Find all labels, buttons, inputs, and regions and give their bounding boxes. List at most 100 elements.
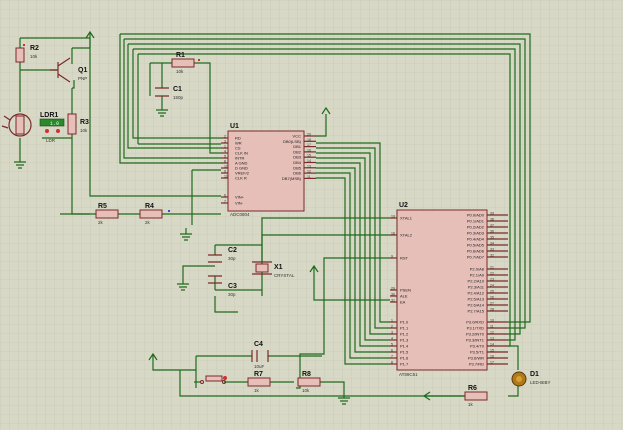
u2-pin-psen: PSEN <box>400 288 411 293</box>
u1-pin-number: 1 <box>224 145 226 149</box>
u1-pin-number: 17 <box>307 143 311 147</box>
r7-ref: R7 <box>254 371 263 378</box>
u2-pin-number: 26 <box>490 296 494 300</box>
u2-pin-p1-1: P1.1 <box>400 326 409 331</box>
u2-pin-number: 29 <box>391 287 395 291</box>
u2-pin-p0-4-ad4: P0.4/AD4 <box>467 237 485 242</box>
u2-pin-number: 15 <box>490 349 494 353</box>
d1-value: LED-BIBY <box>530 380 551 385</box>
u2-pin-number: 23 <box>490 278 494 282</box>
r4-value: 2k <box>145 220 151 225</box>
ldr-ldr1[interactable]: LDR1 1.0 LDR <box>1 112 65 143</box>
u1-pin-cs: CS <box>235 146 241 151</box>
u2-pin-number: 4 <box>391 337 393 341</box>
reset-switch[interactable] <box>200 375 228 384</box>
u2-pin-p1-4: P1.4 <box>400 344 409 349</box>
u2-pin-number: 25 <box>490 290 494 294</box>
transistor-q1[interactable]: Q1 PNP <box>50 57 87 83</box>
led-d1[interactable]: D1 LED-BIBY <box>511 371 551 387</box>
u2-pin-number: 17 <box>490 361 494 365</box>
u2-pin-number: 31 <box>391 299 395 303</box>
u2-pin-number: 34 <box>490 242 494 246</box>
u1-pin-a-gnd: A GND <box>235 161 248 166</box>
u2-pin-p1-7: P1.7 <box>400 362 409 367</box>
u2-pin-p1-0: P1.0 <box>400 320 409 325</box>
data-wires <box>316 114 390 365</box>
u2-pin-p0-7-ad7: P0.7/AD7 <box>467 255 485 260</box>
capacitor-c3[interactable]: C3 30p <box>208 275 237 297</box>
u2-pin-p0-5-ad5: P0.5/AD5 <box>467 243 485 248</box>
r5-value: 2k <box>98 220 104 225</box>
u2-pin-number: 11 <box>490 325 494 329</box>
u1-pin-number: 3 <box>224 140 226 144</box>
u2-pin-number: 10 <box>490 319 494 323</box>
capacitor-c4[interactable]: C4 10uF <box>251 341 269 369</box>
u1-pin-wr: WR <box>235 141 242 146</box>
u1-pin-number: 5 <box>224 155 226 159</box>
u2-pin-p2-5-a13: P2.5/A13 <box>468 297 485 302</box>
u2-pin-p0-2-ad2: P0.2/AD2 <box>467 225 485 230</box>
u2-pin-number: 39 <box>490 212 494 216</box>
crystal-x1[interactable]: X1 CRYSTAL <box>252 261 295 278</box>
u2-pin-p3-5-t1: P3.5/T1 <box>470 350 485 355</box>
u1-pin-vcc: VCC <box>293 134 302 139</box>
resistor-r6[interactable]: R6 1k <box>464 385 488 407</box>
u2-pin-labels: XTAL119XTAL218RST9PSEN29ALE30EA31P1.01P1… <box>390 212 508 367</box>
r3-value: 10k <box>80 128 88 133</box>
c4-ref: C4 <box>254 341 263 348</box>
u2-pin-number: 18 <box>391 232 395 236</box>
capacitor-c2[interactable]: C2 30p <box>208 247 237 263</box>
ic-u2-at89c51[interactable]: U2 AT89C51 XTAL119XTAL218RST9PSEN29ALE30… <box>390 202 508 377</box>
c4-value: 10uF <box>254 364 265 369</box>
x1-ref: X1 <box>274 264 283 271</box>
u2-pin-p3-2-int0: P3.2/INT0 <box>466 332 485 337</box>
u2-pin-number: 21 <box>490 266 494 270</box>
reset-wires <box>179 257 519 397</box>
c1-ref: C1 <box>173 86 182 93</box>
u1-pin-number: 16 <box>307 148 311 152</box>
resistor-r8[interactable]: R8 10k <box>297 371 321 393</box>
ldr1-ref: LDR1 <box>40 112 58 119</box>
resistor-r5[interactable]: R5 2k <box>95 203 119 225</box>
u2-pin-number: 28 <box>490 308 494 312</box>
u2-pin-number: 38 <box>490 218 494 222</box>
u2-pin-number: 35 <box>490 236 494 240</box>
c3-ref: C3 <box>228 283 237 290</box>
u2-pin-p0-3-ad3: P0.3/AD3 <box>467 231 485 236</box>
resistor-r4[interactable]: R4 2k <box>139 203 170 225</box>
resistor-r3[interactable]: R3 10k <box>67 113 89 135</box>
u1-pin-number: 6 <box>224 194 226 198</box>
resistor-r1[interactable]: R1 10k <box>171 52 200 74</box>
u2-pin-p2-3-a11: P2.3/A11 <box>468 285 485 290</box>
r7-value: 1k <box>254 388 260 393</box>
d1-ref: D1 <box>530 371 539 378</box>
u1-pin-number: 18 <box>307 138 311 142</box>
r4-ref: R4 <box>145 203 154 210</box>
resistor-r2[interactable]: R2 10k <box>15 44 39 63</box>
u2-pin-number: 1 <box>391 319 393 323</box>
u2-pin-p3-4-t0: P3.4/T0 <box>470 344 485 349</box>
resistor-r7[interactable]: R7 1k <box>247 371 271 393</box>
u1-pin-db2: DB2 <box>293 149 302 154</box>
u1-pin-number: 8 <box>224 160 226 164</box>
u1-pin-number: 14 <box>307 159 311 163</box>
u2-pin-number: 8 <box>391 361 393 365</box>
u2-pin-number: 3 <box>391 331 393 335</box>
u1-pin-number: 2 <box>224 135 226 139</box>
u2-pin-p3-7-rd: P3.7/RD <box>469 362 484 367</box>
r8-value: 10k <box>302 388 310 393</box>
u2-pin-p1-3: P1.3 <box>400 338 409 343</box>
u1-pin-db6: DB6 <box>293 171 302 176</box>
capacitor-c1[interactable]: C1 150p <box>155 86 184 100</box>
u2-pin-p1-5: P1.5 <box>400 350 409 355</box>
r6-ref: R6 <box>468 385 477 392</box>
u2-pin-number: 13 <box>490 337 494 341</box>
u2-pin-number: 12 <box>490 331 494 335</box>
u1-pin-number: 15 <box>307 154 311 158</box>
u1-pin-vin-: VIN+ <box>235 195 245 200</box>
u1-pin-number: 20 <box>307 133 311 137</box>
